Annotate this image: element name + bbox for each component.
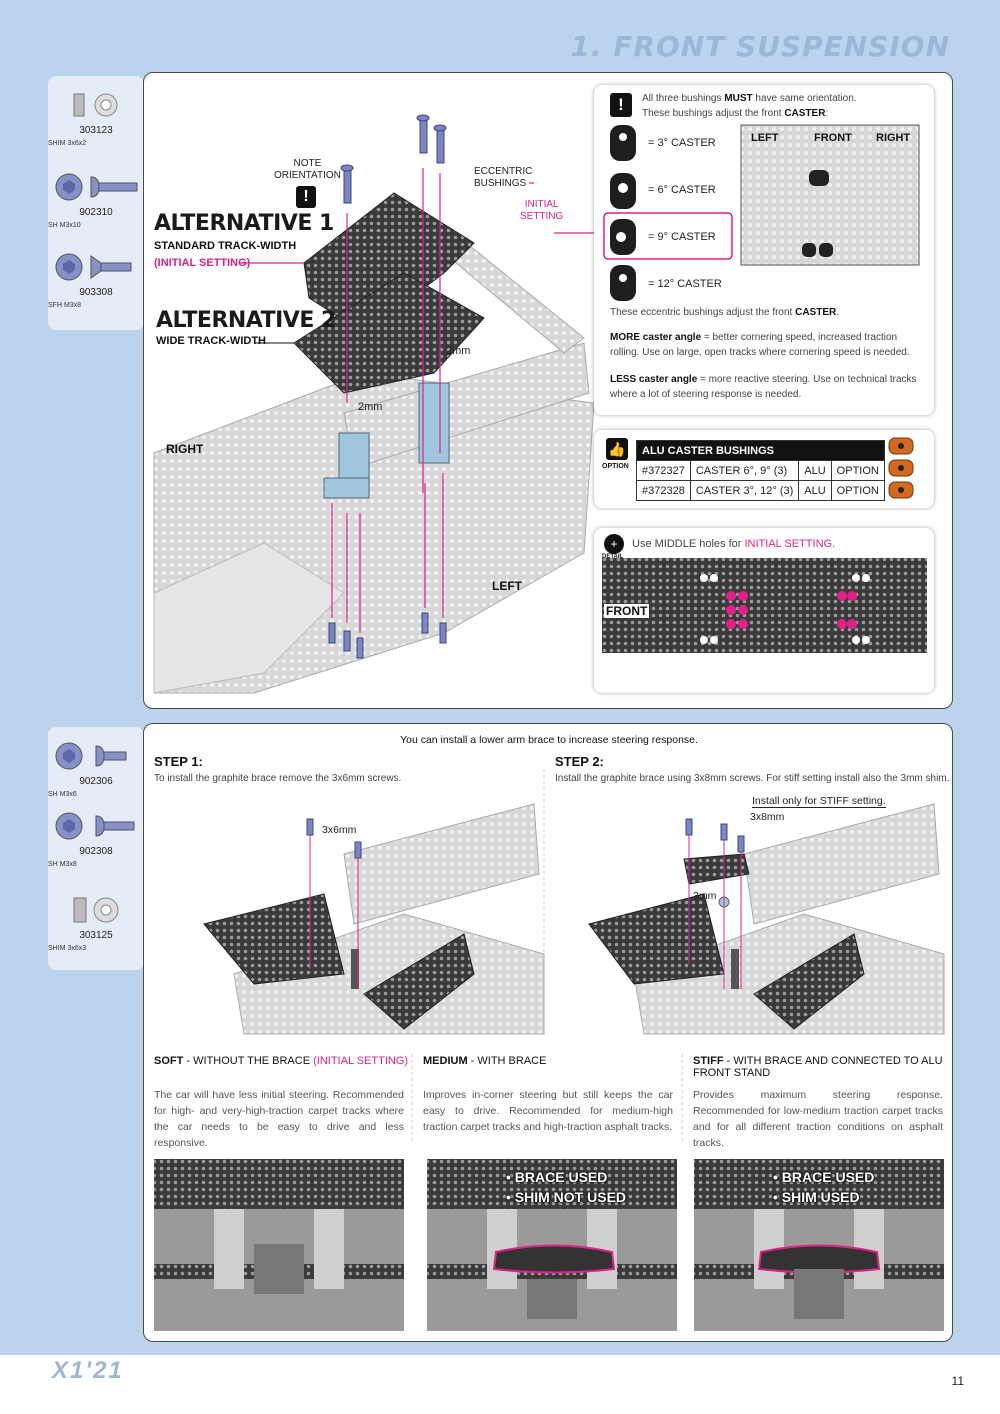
detail-tag: DETAIL [602, 554, 624, 560]
alternative-2-subtitle: WIDE TRACK-WIDTH [156, 335, 266, 347]
view-label-left: LEFT [751, 132, 779, 144]
part-item: 303125 SHIM 3x6x3 [48, 895, 144, 957]
warning-icon: ! [610, 93, 632, 117]
step-2-title: STEP 2: [555, 754, 604, 769]
stiff-label-2: • SHIM USED [773, 1189, 860, 1205]
assembly-illustration [153, 114, 734, 694]
caster-more-note: MORE caster angle = better cornering spe… [610, 332, 910, 358]
shim-icon [73, 897, 119, 923]
caster-option-6: = 6° CASTER [648, 184, 716, 196]
step-2-text: Install the graphite brace using 3x8mm s… [555, 773, 950, 784]
part-item: 303123 SHIM 3x6x2 [48, 90, 144, 152]
view-label-right: RIGHT [876, 132, 911, 144]
thumbs-up-icon: 👍 [606, 438, 628, 460]
step-2-dim: 3x8mm [750, 811, 785, 823]
bushing-icons [603, 124, 920, 301]
page-title: 1. FRONT SUSPENSION [570, 30, 950, 63]
page-footer-band [0, 1355, 1000, 1414]
caster-info-box: ! All three bushings MUST have same orie… [594, 85, 934, 415]
setting-soft-title: SOFT - WITHOUT THE BRACE (INITIAL SETTIN… [154, 1055, 409, 1067]
page-number: 11 [951, 1374, 964, 1388]
button-head-screw-icon [55, 173, 138, 201]
flat-head-screw-icon [55, 253, 132, 281]
brace-illustration [203, 769, 945, 1035]
setting-soft-text: The car will have less initial steering.… [154, 1089, 404, 1149]
step-1-text: To install the graphite brace remove the… [154, 773, 402, 784]
part-item: 902308 SH M3x8 [48, 811, 144, 873]
dim-label: 2mm [446, 345, 471, 357]
detail-illustration [602, 558, 927, 653]
shim-icon [73, 93, 118, 117]
step-1-title: STEP 1: [154, 754, 203, 769]
button-head-screw-icon [55, 742, 127, 770]
caster-option-9: = 9° CASTER [648, 231, 716, 243]
right-side-label: RIGHT [166, 442, 204, 456]
caster-option-3: = 3° CASTER [648, 137, 716, 149]
step-1-dim: 3x6mm [322, 824, 357, 836]
alu-bushing-icons [888, 437, 914, 499]
part-item: 902306 SH M3x6 [48, 741, 144, 803]
step-2-shim: 3mm [693, 890, 717, 902]
parts-list-top: 303123 SHIM 3x6x2 902310 SH M3x10 903308… [48, 76, 144, 330]
step-2-note: Install only for STIFF setting. [752, 795, 886, 808]
medium-label-1: • BRACE USED [506, 1169, 608, 1185]
settings-illustrations [154, 1054, 944, 1331]
detail-box: + DETAIL Use MIDDLE holes for INITIAL SE… [594, 528, 934, 693]
setting-stiff-text: Provides maximum steering response. Reco… [693, 1089, 943, 1149]
alternative-1-subtitle: STANDARD TRACK-WIDTH [154, 240, 297, 252]
alternative-1-title: ALTERNATIVE 1 [154, 211, 334, 236]
part-item: 903308 SFH M3x8 [48, 252, 144, 314]
setting-stiff-title: STIFF - WITH BRACE AND CONNECTED TO ALU … [693, 1055, 943, 1079]
setting-medium-text: Improves in-corner steering but still ke… [423, 1089, 673, 1133]
alternative-2-title: ALTERNATIVE 2 [156, 308, 336, 333]
detail-icon: + [604, 534, 624, 554]
stiff-label-1: • BRACE USED [773, 1169, 875, 1185]
front-label: FRONT [604, 604, 650, 618]
caster-less-note: LESS caster angle = more reactive steeri… [610, 374, 917, 400]
brace-panel: You can install a lower arm brace to inc… [143, 723, 953, 1342]
caster-note: All three bushings MUST have same orient… [642, 93, 857, 119]
brand-logo: X1'21 [52, 1357, 124, 1384]
option-tag: OPTION [602, 463, 629, 470]
part-item: 902310 SH M3x10 [48, 172, 144, 234]
caster-eccentric-note: These eccentric bushings adjust the fron… [610, 307, 840, 318]
brace-intro: You can install a lower arm brace to inc… [400, 734, 698, 746]
warning-icon: ! [296, 186, 316, 208]
setting-medium-title: MEDIUM - WITH BRACE [423, 1055, 547, 1067]
left-side-label: LEFT [492, 579, 522, 593]
view-label-front: FRONT [814, 132, 852, 144]
parts-list-bottom: 902306 SH M3x6 902308 SH M3x8 303125 SHI… [48, 727, 144, 970]
detail-text: Use MIDDLE holes for INITIAL SETTING. [632, 538, 836, 550]
medium-label-2: • SHIM NOT USED [506, 1189, 627, 1205]
dim-label: 2mm [358, 401, 383, 413]
caster-option-12: = 12° CASTER [648, 278, 722, 290]
alternative-1-initial: (INITIAL SETTING) [154, 257, 251, 269]
button-head-screw-icon [55, 812, 135, 840]
